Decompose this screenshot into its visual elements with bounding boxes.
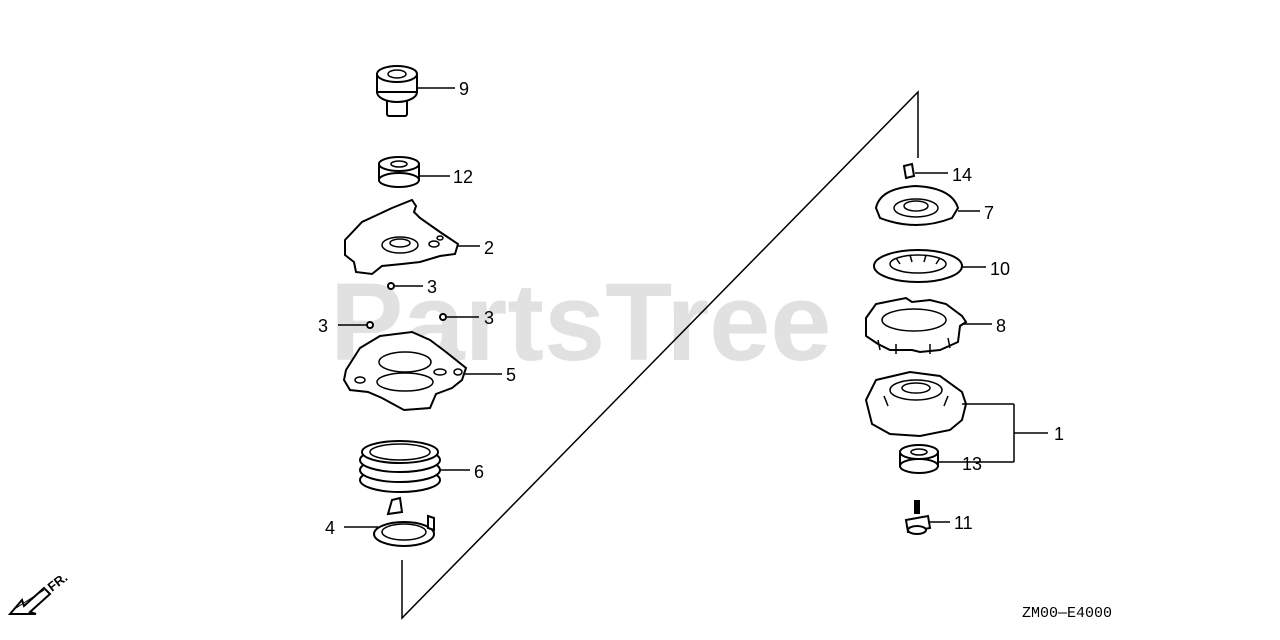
callout-3-c[interactable]: 3 (484, 308, 494, 328)
callout-3-b[interactable]: 3 (318, 316, 328, 336)
callout-11[interactable]: 11 (954, 513, 973, 533)
part-12-bearing[interactable] (378, 156, 450, 188)
callout-10[interactable]: 10 (990, 259, 1010, 279)
part-3-ball-a[interactable] (387, 282, 423, 290)
callout-8[interactable]: 8 (996, 316, 1006, 336)
callout-12[interactable]: 12 (453, 167, 473, 187)
part-8-ring-gear[interactable] (865, 296, 992, 354)
part-13-bearing[interactable] (899, 444, 1014, 474)
part-11-bolt[interactable] (904, 500, 950, 535)
callout-5[interactable]: 5 (506, 365, 516, 385)
callout-3-a[interactable]: 3 (427, 277, 437, 297)
front-direction-arrow-icon (7, 586, 52, 615)
callout-7[interactable]: 7 (984, 203, 994, 223)
part-14-pin[interactable] (902, 162, 948, 180)
callout-9[interactable]: 9 (459, 79, 469, 99)
direction-label: FR. (45, 570, 71, 595)
part-2-upper-plate[interactable] (344, 198, 480, 276)
callout-2[interactable]: 2 (484, 238, 494, 258)
part-1-housing[interactable] (864, 370, 1014, 438)
callout-14[interactable]: 14 (952, 165, 972, 185)
part-5-lower-plate[interactable] (342, 330, 502, 412)
callout-6[interactable]: 6 (474, 462, 484, 482)
part-9-collar[interactable] (376, 65, 455, 117)
part-10-washer[interactable] (873, 249, 986, 283)
callout-13[interactable]: 13 (962, 454, 982, 474)
part-3-ball-b[interactable] (338, 321, 374, 329)
part-3-ball-c[interactable] (439, 313, 479, 321)
diagram-code: ZM00—E4000 (1022, 605, 1112, 622)
bracket-1-13 (1013, 404, 1048, 462)
part-7-cap[interactable] (874, 184, 980, 226)
assembly-guide-line (401, 90, 919, 620)
callout-1[interactable]: 1 (1054, 424, 1064, 444)
callout-4[interactable]: 4 (325, 518, 335, 538)
part-6-spring[interactable] (359, 440, 470, 493)
part-4-clip-ring[interactable] (344, 496, 435, 547)
